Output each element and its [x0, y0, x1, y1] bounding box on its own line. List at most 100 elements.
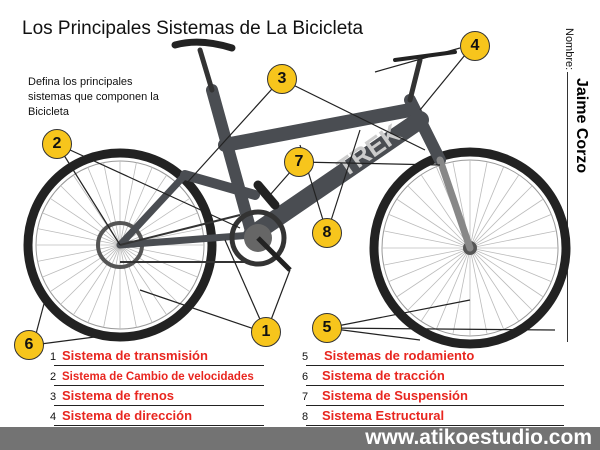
spoke [469, 185, 533, 249]
crankset [119, 209, 292, 272]
answer-line [306, 385, 564, 386]
instructions: Defina los principales sistemas que comp… [28, 76, 159, 118]
list-item: 7 Sistema de Suspensión [302, 386, 564, 406]
spoke [469, 198, 544, 249]
spoke [119, 244, 203, 262]
item-label: Sistema Estructural [322, 408, 445, 423]
spoke [87, 244, 121, 323]
list-item: 4 Sistema de dirección [50, 406, 264, 426]
item-label: Sistema de Cambio de velocidades [62, 371, 254, 383]
spoke [452, 247, 471, 335]
spoke [396, 247, 471, 298]
watermark-url: www.atikoestudio.com [365, 426, 592, 449]
item-label: Sistema de transmisión [62, 348, 208, 363]
item-label: Sistema de Suspensión [322, 388, 468, 403]
callout-4: 4 [460, 31, 490, 61]
spoke [119, 244, 191, 293]
spoke [388, 247, 471, 283]
spoke [469, 247, 533, 311]
spoke [87, 167, 121, 246]
spoke [60, 244, 121, 305]
item-label: Sistema de tracción [322, 368, 445, 383]
item-label: Sistema de dirección [62, 408, 193, 423]
spoke [407, 247, 471, 311]
item-number: 7 [302, 391, 309, 403]
callout-1: 1 [251, 317, 281, 347]
spoke [103, 244, 121, 328]
list-item: 8 Sistema Estructural [302, 406, 564, 426]
spoke [383, 247, 471, 266]
spoke [72, 244, 121, 316]
spoke [119, 244, 153, 323]
spoke [420, 174, 471, 249]
list-item: 6 Sistema de tracción [302, 366, 564, 386]
spoke [469, 247, 520, 322]
spoke [469, 247, 488, 335]
spoke [469, 174, 520, 249]
answer-line [54, 425, 264, 426]
spoke [119, 244, 137, 328]
list-item: 2 Sistema de Cambio de velocidades [50, 366, 264, 386]
bike-frame [116, 38, 474, 252]
spoke [383, 230, 471, 249]
item-number: 8 [302, 411, 309, 423]
spoke [49, 244, 121, 293]
item-number: 6 [302, 371, 309, 383]
spoke [435, 247, 471, 330]
item-label: Sistemas de rodamiento [324, 348, 475, 363]
answer-line [54, 365, 264, 366]
spoke [469, 247, 505, 330]
front-wheel [369, 147, 571, 349]
chain [119, 214, 250, 263]
name-value: Jaime Corzo [573, 78, 590, 174]
watermark-bar: www.atikoestudio.com [0, 426, 600, 450]
list-item: 5 Sistemas de rodamiento [302, 346, 564, 366]
item-label: Sistema de frenos [62, 388, 174, 403]
callout-3: 3 [267, 64, 297, 94]
spoke [469, 230, 557, 249]
spoke [407, 185, 471, 249]
callout-5: 5 [312, 313, 342, 343]
name-label: Nombre: [563, 28, 575, 71]
answer-line [54, 385, 264, 386]
callout-6: 6 [14, 330, 44, 360]
spoke [119, 167, 153, 246]
callout-7: 7 [284, 147, 314, 177]
spoke [37, 228, 121, 246]
spoke [119, 212, 198, 246]
item-number: 2 [50, 371, 57, 383]
spoke [469, 166, 505, 249]
rear-wheel [23, 148, 217, 342]
item-number: 1 [50, 351, 57, 363]
spoke [42, 244, 121, 278]
callout-8: 8 [312, 218, 342, 248]
spoke [396, 198, 471, 249]
spoke [119, 244, 180, 305]
spoke [420, 247, 471, 322]
list-item: 3 Sistema de frenos [50, 386, 264, 406]
callout-2: 2 [42, 129, 72, 159]
name-line [567, 72, 568, 342]
item-number: 3 [50, 391, 57, 403]
answer-line [306, 365, 564, 366]
spoke [469, 247, 557, 266]
answer-line [306, 425, 564, 426]
item-number: 4 [50, 411, 57, 423]
spoke [49, 197, 121, 246]
spoke [388, 213, 471, 249]
spoke [42, 212, 121, 246]
page-title: Los Principales Sistemas de La Bicicleta [22, 18, 364, 39]
spoke [103, 162, 121, 246]
rear-shock [253, 180, 280, 210]
answer-line [54, 405, 264, 406]
item-number: 5 [302, 351, 309, 363]
spoke [469, 247, 544, 298]
answer-line [306, 405, 564, 406]
spoke [469, 247, 552, 283]
spoke [469, 213, 552, 249]
spoke [60, 185, 121, 246]
spoke [119, 162, 137, 246]
spoke [119, 244, 168, 316]
